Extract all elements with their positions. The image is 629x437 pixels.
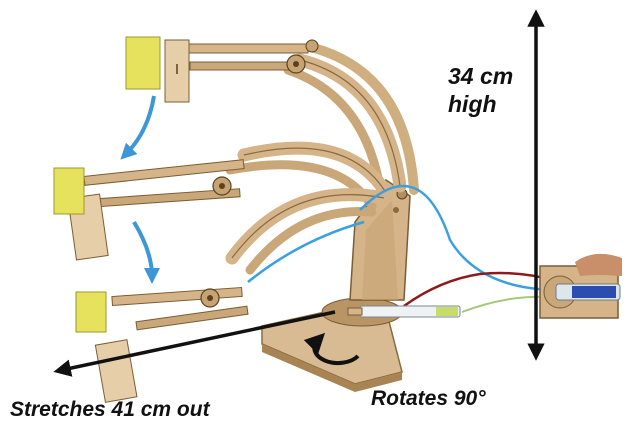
gripper-bottom (75, 286, 249, 403)
rotation-annotation: Rotates 90° (371, 387, 486, 410)
left-arrow-icon (53, 310, 336, 377)
curved-blue-arrow-icon (120, 95, 156, 160)
curved-arrow-icon (303, 332, 360, 366)
reach-annotation: Stretches 41 cm out (10, 398, 210, 421)
height-annotation: 34 cm high (448, 62, 513, 118)
gripper-top (125, 36, 319, 103)
control-syringes (539, 253, 622, 319)
height-annotation-line2: high (448, 91, 497, 117)
height-annotation-line1: 34 cm (448, 63, 514, 89)
boom-arms (225, 43, 419, 275)
curved-blue-arrow-icon (132, 220, 160, 284)
gripper-middle (53, 159, 245, 261)
syringe-base (347, 305, 461, 318)
